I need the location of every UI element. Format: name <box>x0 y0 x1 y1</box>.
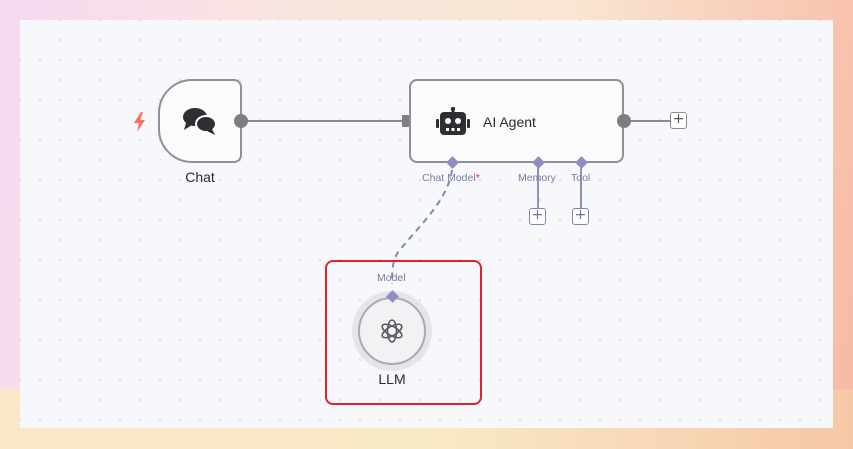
add-next-node-button[interactable]: + <box>670 112 687 129</box>
chat-output-port[interactable] <box>234 114 248 128</box>
memory-port-label: Memory <box>518 172 556 184</box>
chat-model-port-label: Chat Model* <box>422 172 480 184</box>
ai-agent-title: AI Agent <box>483 114 536 130</box>
llm-node[interactable] <box>358 297 426 365</box>
agent-input-port[interactable] <box>402 115 409 127</box>
llm-node-label: LLM <box>378 371 406 387</box>
ai-agent-node[interactable]: AI Agent <box>409 79 624 163</box>
connection-llm-to-chat-model <box>391 169 453 285</box>
llm-model-port-label: Model <box>377 272 406 284</box>
robot-icon <box>436 106 470 137</box>
add-tool-button[interactable]: + <box>572 208 589 225</box>
tool-port-label: Tool <box>571 172 591 184</box>
agent-output-port[interactable] <box>617 114 631 128</box>
lightning-icon <box>132 111 148 133</box>
chat-bubbles-icon <box>181 105 219 137</box>
chat-trigger-node[interactable] <box>158 79 242 163</box>
chat-node-label: Chat <box>185 169 215 185</box>
add-memory-button[interactable]: + <box>529 208 546 225</box>
workflow-canvas[interactable]: Chat AI Agent + Chat Model* Memory Tool … <box>20 20 833 428</box>
llm-selection-frame <box>325 260 482 405</box>
required-marker: * <box>475 172 480 184</box>
openai-logo-icon <box>379 318 405 344</box>
